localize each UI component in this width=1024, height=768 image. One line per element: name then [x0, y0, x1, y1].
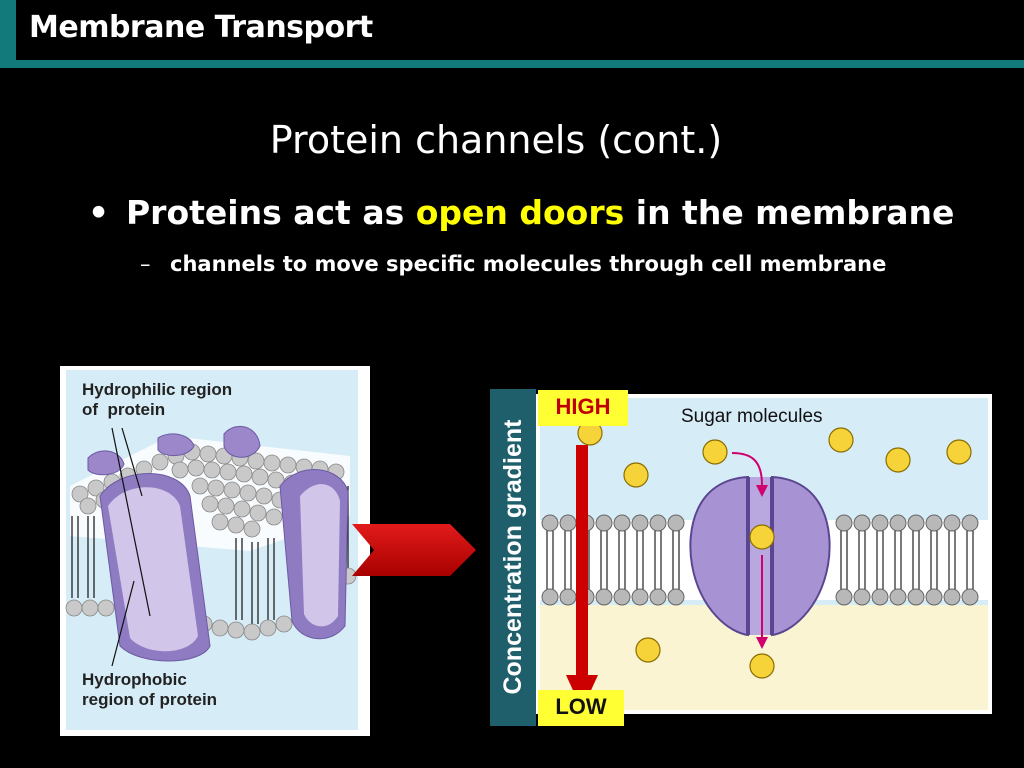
- slide-title: Protein channels (cont.): [0, 118, 1024, 162]
- bullet-highlight: open doors: [416, 193, 625, 232]
- pointer-arrow: [352, 520, 482, 580]
- main-bullet: •Proteins act as open doors in the membr…: [88, 193, 954, 232]
- hydrophobic-label-line2: region of protein: [82, 690, 217, 710]
- hydrophilic-label-line2: of protein: [82, 400, 232, 420]
- sub-bullet-text: channels to move specific molecules thro…: [170, 252, 886, 276]
- slide-title-text: Protein channels (cont.): [270, 118, 722, 162]
- hydrophilic-label-line1: Hydrophilic region: [82, 380, 232, 400]
- low-label: LOW: [538, 694, 624, 720]
- header-rule: [0, 60, 1024, 68]
- sub-bullet-marker: –: [140, 252, 170, 276]
- header-title: Membrane Transport: [29, 10, 373, 45]
- channel-diffusion-illustration: [490, 385, 992, 730]
- hydrophobic-label-line1: Hydrophobic: [82, 670, 217, 690]
- sub-bullet: –channels to move specific molecules thr…: [140, 252, 886, 276]
- hydrophilic-label: Hydrophilic region of protein: [82, 380, 232, 420]
- red-chevron-arrow-icon: [352, 520, 482, 580]
- header-accent: [0, 0, 16, 60]
- bullet-marker: •: [88, 193, 126, 232]
- high-label: HIGH: [538, 394, 628, 420]
- hydrophobic-label: Hydrophobic region of protein: [82, 670, 217, 710]
- channel-protein: [690, 477, 829, 635]
- header-bar: Membrane Transport: [0, 0, 1024, 60]
- bullet-suffix: in the membrane: [624, 193, 954, 232]
- membrane-protein-figure: Hydrophilic region of protein Hydrophobi…: [60, 366, 370, 736]
- channel-diffusion-figure: Concentration gradient HIGH LOW Sugar mo…: [490, 385, 992, 730]
- gradient-label: Concentration gradient: [497, 397, 529, 717]
- sugar-label: Sugar molecules: [681, 406, 823, 428]
- bullet-prefix: Proteins act as: [126, 193, 416, 232]
